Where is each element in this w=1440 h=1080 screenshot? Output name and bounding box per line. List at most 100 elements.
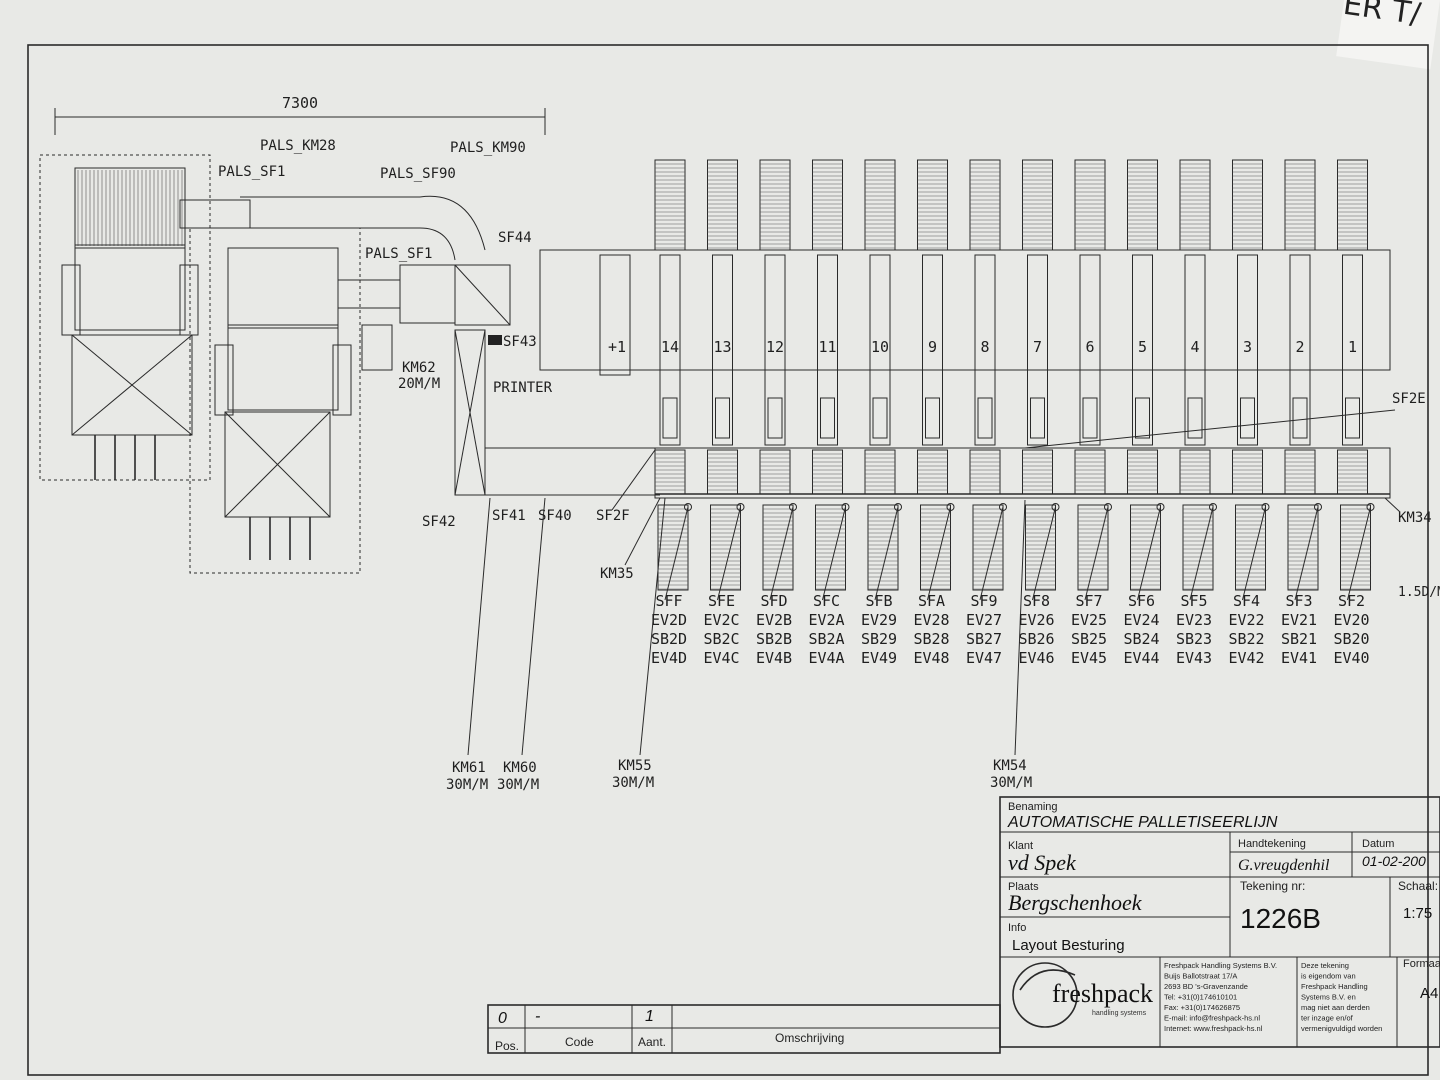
lane-5 xyxy=(1127,159,1165,601)
revision-table: 0 - 1 Pos. Code Aant. Omschrijving xyxy=(487,1004,1001,1054)
label-sf40: SF40 xyxy=(538,508,572,524)
notice-line: Freshpack Handling xyxy=(1301,982,1368,991)
lane-10 xyxy=(864,159,902,601)
lane-13 xyxy=(707,159,745,601)
position-number: 6 xyxy=(1085,338,1094,356)
tb-datum-label: Datum xyxy=(1362,838,1394,850)
infeed-conveyor xyxy=(240,195,660,496)
station-code-ev4: EV48 xyxy=(913,649,949,667)
company-line: Buijs Ballotstraat 17/A xyxy=(1164,972,1237,981)
station-code-sb: SB20 xyxy=(1333,630,1369,648)
palletizer-left xyxy=(39,154,251,481)
position-number: 11 xyxy=(818,338,836,356)
label-pals-sf1-a: PALS_SF1 xyxy=(218,164,285,180)
station-code-ev4: EV4B xyxy=(756,649,792,667)
station-code-ev4: EV4D xyxy=(651,649,687,667)
label-pals-sf90: PALS_SF90 xyxy=(380,166,456,182)
notice-line: ter inzage en/of xyxy=(1301,1014,1354,1023)
station-code-sb: SB26 xyxy=(1018,630,1054,648)
station-code-sb: SB23 xyxy=(1176,630,1212,648)
label-sf43: SF43 xyxy=(503,334,537,350)
label-km55: KM55 xyxy=(618,758,652,774)
position-number: 14 xyxy=(661,338,679,356)
palletizer-middle xyxy=(189,227,401,574)
station-code-ev4: EV4C xyxy=(703,649,739,667)
lane-12 xyxy=(759,159,797,601)
position-number: 9 xyxy=(928,338,937,356)
position-number: 13 xyxy=(713,338,731,356)
station-code-sf: SF9 xyxy=(970,592,997,610)
station-code-sb: SB27 xyxy=(966,630,1002,648)
station-code-ev: EV2B xyxy=(756,611,792,629)
station-code-sf: SFB xyxy=(865,592,892,610)
lane-3 xyxy=(1232,159,1270,601)
tb-schaal-label: Schaal: xyxy=(1398,879,1438,893)
rev-aant-value: 1 xyxy=(645,1008,654,1025)
position-number: +1 xyxy=(608,338,626,356)
station-code-sf: SFA xyxy=(918,592,945,610)
label-speed-15: 1.5D/M xyxy=(1398,585,1440,600)
company-line: Freshpack Handling Systems B.V. xyxy=(1164,961,1277,970)
station-code-sf: SFF xyxy=(655,592,682,610)
sheet-border xyxy=(27,44,1429,1076)
notice-line: is eigendom van xyxy=(1301,972,1356,981)
notice-line: Deze tekening xyxy=(1301,961,1349,970)
company-line: 2693 BD 's-Gravenzande xyxy=(1164,982,1248,991)
station-code-sb: SB22 xyxy=(1228,630,1264,648)
company-line: Tel: +31(0)174610101 xyxy=(1164,993,1237,1002)
station-code-ev: EV2A xyxy=(808,611,844,629)
station-code-sb: SB25 xyxy=(1071,630,1107,648)
lane-9 xyxy=(917,159,955,601)
rev-code-value: - xyxy=(535,1008,540,1025)
dimension-7300: 7300 xyxy=(54,94,546,135)
station-code-ev4: EV49 xyxy=(861,649,897,667)
station-code-ev: EV2C xyxy=(703,611,739,629)
lane-8 xyxy=(969,159,1007,601)
tb-info-label: Info xyxy=(1008,922,1026,934)
lane-2 xyxy=(1284,159,1322,601)
tb-plaats-label: Plaats xyxy=(1008,881,1039,893)
label-km54-speed: 30M/M xyxy=(990,775,1032,791)
tb-datum: 01-02-200 xyxy=(1362,853,1426,869)
label-km61-speed: 30M/M xyxy=(446,777,488,793)
label-printer: PRINTER xyxy=(493,380,553,396)
station-code-ev4: EV44 xyxy=(1123,649,1159,667)
label-km35: KM35 xyxy=(600,566,634,582)
station-code-ev4: EV46 xyxy=(1018,649,1054,667)
position-number: 2 xyxy=(1295,338,1304,356)
station-code-ev: EV28 xyxy=(913,611,949,629)
station-code-sb: SB2C xyxy=(703,630,739,648)
tb-tekening-label: Tekening nr: xyxy=(1240,879,1305,893)
station-code-ev: EV21 xyxy=(1281,611,1317,629)
tb-benaming-label: Benaming xyxy=(1008,801,1058,813)
company-line: E-mail: info@freshpack-hs.nl xyxy=(1164,1014,1260,1023)
station-code-sf: SF4 xyxy=(1233,592,1260,610)
station-code-ev4: EV4A xyxy=(808,649,844,667)
lane-14 xyxy=(654,159,692,601)
tb-plaats: Bergschenhoek xyxy=(1008,890,1143,915)
station-code-ev: EV27 xyxy=(966,611,1002,629)
position-number: 5 xyxy=(1138,338,1147,356)
station-code-sb: SB24 xyxy=(1123,630,1159,648)
notice-line: Systems B.V. en xyxy=(1301,993,1356,1002)
tb-handtekening-label: Handtekening xyxy=(1238,838,1306,850)
title-block: Benaming AUTOMATISCHE PALLETISEERLIJN Kl… xyxy=(999,796,1440,1048)
station-code-ev: EV24 xyxy=(1123,611,1159,629)
station-code-sf: SF6 xyxy=(1128,592,1155,610)
lane-11 xyxy=(812,159,850,601)
tb-handtekening: G.vreugdenhil xyxy=(1238,857,1330,874)
label-km34: KM34 xyxy=(1398,510,1432,526)
station-code-sb: SB29 xyxy=(861,630,897,648)
station-code-ev: EV20 xyxy=(1333,611,1369,629)
station-code-sb: SB28 xyxy=(913,630,949,648)
label-pals-km90: PALS_KM90 xyxy=(450,140,526,156)
